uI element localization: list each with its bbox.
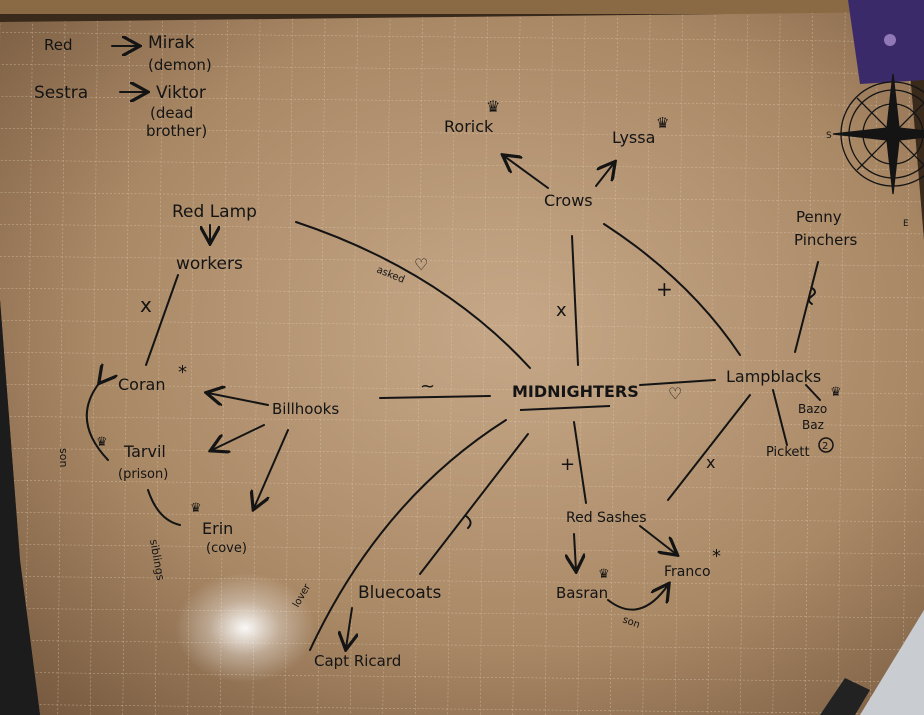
node-penny-pinchers: Penny <box>796 208 842 226</box>
node-franco: Franco <box>664 564 711 580</box>
node-rorick: Rorick <box>444 117 494 136</box>
svg-text:x: x <box>556 300 567 321</box>
node-erin: Erin <box>202 519 233 538</box>
node-red-lamp: Red Lamp <box>172 202 257 222</box>
svg-text:brother): brother) <box>146 122 207 140</box>
compass-rose-icon: S E <box>826 73 924 229</box>
svg-text:+: + <box>656 277 673 301</box>
laptop-corner <box>860 610 924 715</box>
faction-nodes: Rorick Lyssa Crows Red Lamp workers Penn… <box>118 117 858 670</box>
node-bazo: Bazo <box>798 402 827 416</box>
svg-text:x: x <box>706 453 715 472</box>
svg-text:(cove): (cove) <box>206 541 247 556</box>
svg-text:*: * <box>712 546 721 567</box>
node-lyssa: Lyssa <box>612 128 655 147</box>
node-lampblacks: Lampblacks <box>726 367 821 386</box>
svg-text:(demon): (demon) <box>148 56 212 74</box>
svg-text:~: ~ <box>420 376 435 397</box>
svg-text:♛: ♛ <box>830 385 842 400</box>
svg-text:2: 2 <box>822 441 828 452</box>
node-tarvil: Tarvil <box>123 442 166 461</box>
mat-edge <box>0 300 40 715</box>
line-billhooks-midnighters <box>379 395 491 399</box>
svg-text:+: + <box>560 454 575 475</box>
svg-text:son: son <box>57 448 70 467</box>
node-pickett: Pickett <box>766 445 810 460</box>
svg-text:♛: ♛ <box>96 435 108 450</box>
line-crows-midnighters <box>571 235 579 366</box>
line-midnighters-bluecoats <box>419 433 529 575</box>
svg-text:(prison): (prison) <box>118 467 168 482</box>
svg-text:♛: ♛ <box>190 501 202 516</box>
node-basran: Basran <box>556 584 608 602</box>
svg-text:x: x <box>140 293 152 317</box>
svg-text:♛: ♛ <box>598 567 610 582</box>
line-redlamp-midnighters <box>295 221 531 369</box>
line-crows-lampblacks <box>603 223 741 356</box>
svg-text:Viktor: Viktor <box>156 83 206 103</box>
svg-text:E: E <box>903 219 909 229</box>
line-pinchers-lampblacks <box>794 261 819 353</box>
node-billhooks: Billhooks <box>272 400 339 418</box>
node-bluecoats: Bluecoats <box>358 583 441 603</box>
light-glare <box>175 573 315 683</box>
svg-text:*: * <box>178 362 187 383</box>
line-midnighters-lampblacks <box>639 379 716 386</box>
svg-text:Baz: Baz <box>802 418 824 432</box>
legend: Red Mirak (demon) Sestra Viktor (dead br… <box>34 33 212 140</box>
node-capt-ricard: Capt Ricard <box>314 652 401 670</box>
relationship-lines <box>85 46 821 651</box>
svg-text:(dead: (dead <box>150 104 193 122</box>
node-workers: workers <box>176 254 243 274</box>
svg-text:Pinchers: Pinchers <box>794 231 858 249</box>
line-lampblacks-pickett <box>772 389 788 446</box>
line-midnighters-redsashes <box>573 421 587 504</box>
node-crows: Crows <box>544 191 593 210</box>
node-coran: Coran <box>118 375 165 394</box>
line-midnighters-capt <box>309 419 507 651</box>
svg-text:S: S <box>826 131 832 141</box>
svg-text:♡: ♡ <box>414 255 428 274</box>
svg-text:Mirak: Mirak <box>148 33 195 53</box>
svg-text:♛: ♛ <box>656 114 669 132</box>
node-red-sashes: Red Sashes <box>566 510 647 526</box>
svg-text:♡: ♡ <box>668 384 682 403</box>
line-lampblacks-redsashes <box>667 394 751 501</box>
svg-text:Sestra: Sestra <box>34 83 88 103</box>
line-workers-coran <box>145 274 179 366</box>
node-midnighters: MIDNIGHTERS <box>512 382 639 401</box>
svg-text:♛: ♛ <box>486 97 500 116</box>
svg-text:Red: Red <box>44 36 73 54</box>
